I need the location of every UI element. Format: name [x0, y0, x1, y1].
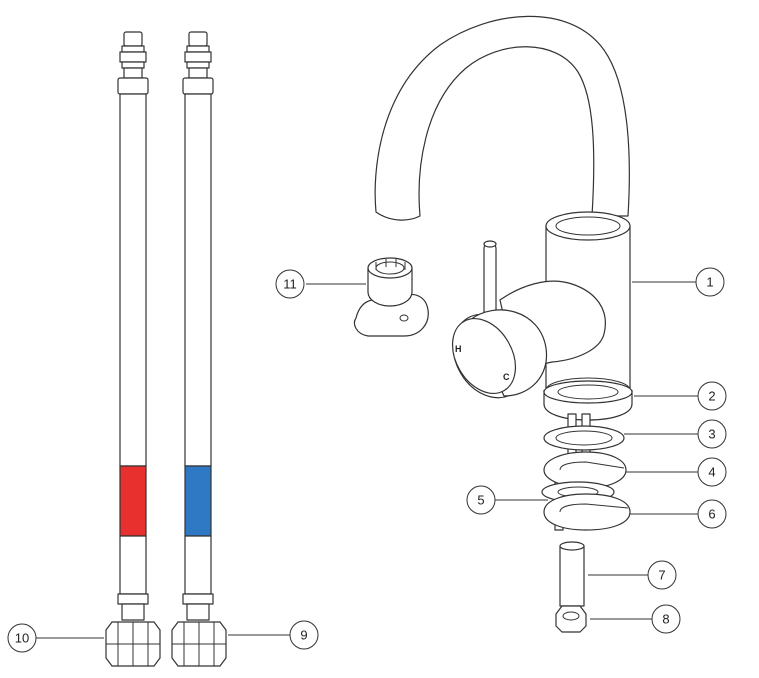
- cold-braided-hose: [171, 31, 227, 667]
- callout-10: 10: [7, 623, 37, 653]
- callout-2: 2: [697, 381, 727, 411]
- callout-11: 11: [275, 269, 305, 299]
- hot-braided-hose: [105, 31, 161, 667]
- callout-leaders: [36, 281, 698, 639]
- callout-6-label: 6: [708, 507, 715, 522]
- callout-7-label: 7: [658, 568, 665, 583]
- spanner-tool: [353, 257, 429, 337]
- threaded-sleeve: [559, 541, 585, 607]
- rubber-ring: [543, 425, 625, 451]
- callout-1-label: 1: [706, 275, 713, 290]
- callout-8: 8: [651, 604, 681, 634]
- callout-9: 9: [289, 620, 319, 650]
- callout-9-label: 9: [300, 628, 307, 643]
- base-washer: [543, 380, 633, 421]
- callout-7: 7: [647, 560, 677, 590]
- hot-marking: H: [455, 344, 462, 354]
- callout-6: 6: [697, 499, 727, 529]
- callout-4: 4: [697, 457, 727, 487]
- callout-1: 1: [695, 267, 725, 297]
- hex-nut: [555, 605, 587, 633]
- callout-8-label: 8: [662, 612, 669, 627]
- hot-color-band: [119, 465, 147, 537]
- mixer-tap-body: H C: [374, 15, 631, 403]
- callout-3-label: 3: [708, 427, 715, 442]
- callout-11-label: 11: [283, 277, 297, 292]
- callout-10-label: 10: [15, 631, 29, 646]
- callout-4-label: 4: [708, 465, 715, 480]
- callout-2-label: 2: [708, 389, 715, 404]
- callout-3: 3: [697, 419, 727, 449]
- cold-color-band: [184, 465, 212, 537]
- cold-marking: C: [503, 372, 510, 382]
- callout-5: 5: [466, 485, 496, 515]
- callout-5-label: 5: [477, 493, 484, 508]
- backing-plate: [543, 493, 631, 531]
